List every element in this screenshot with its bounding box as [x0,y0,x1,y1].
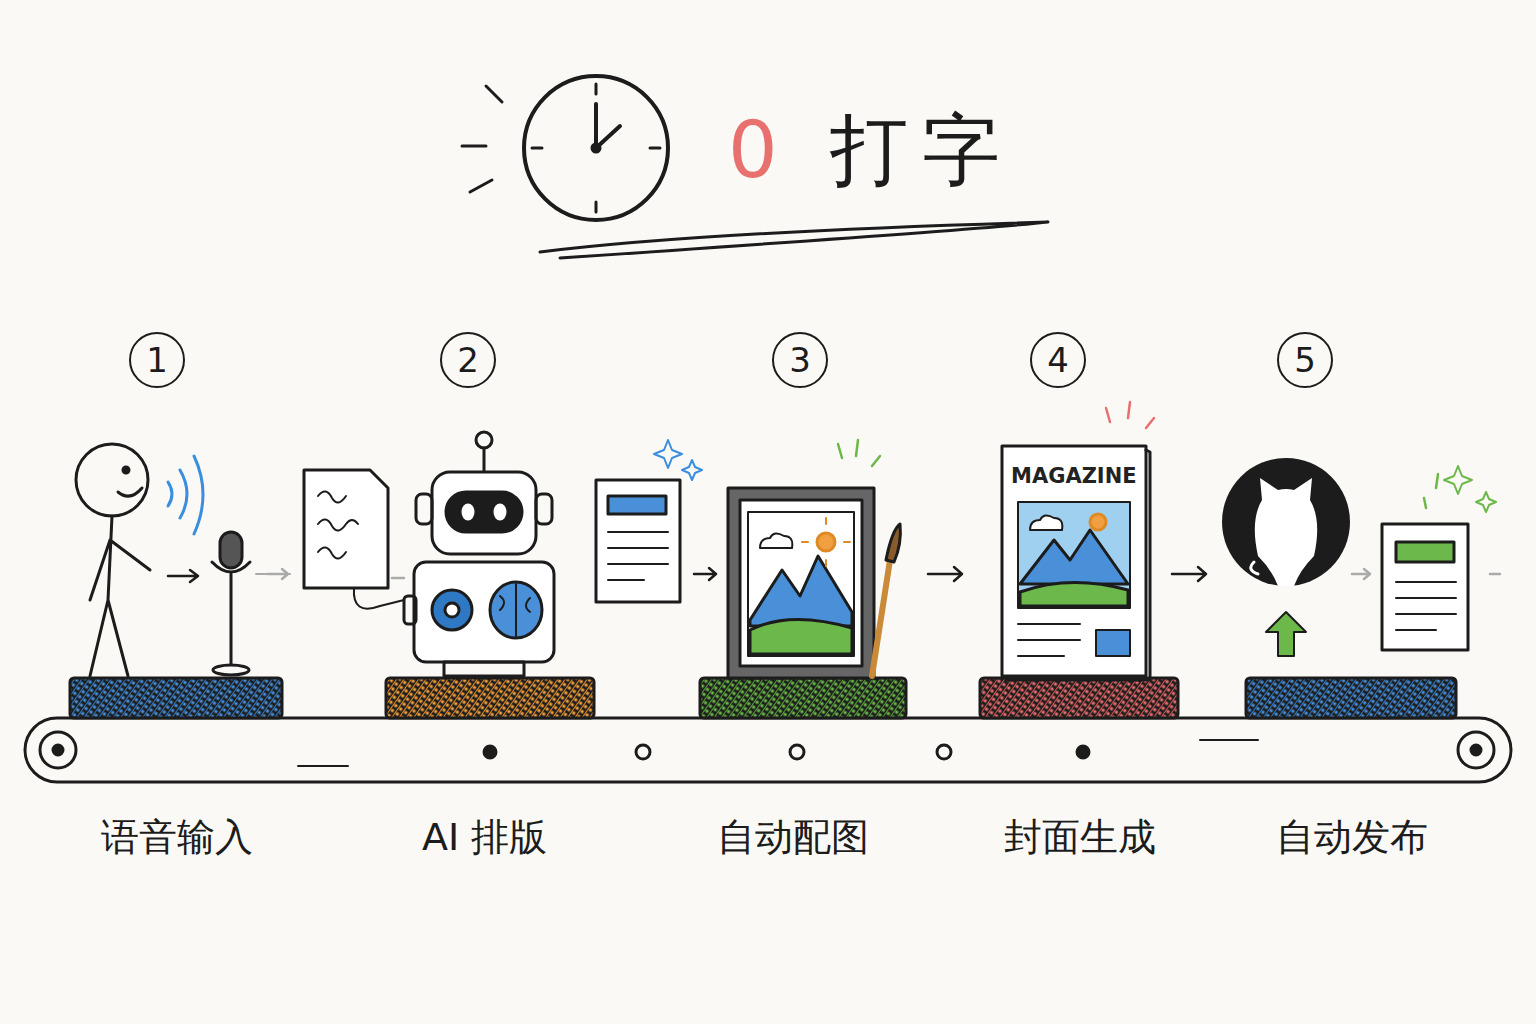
diagram-title: 0 打字 [728,111,1014,189]
framed-picture [728,440,900,678]
step-label: 自动发布 [1276,817,1428,859]
step-number: 3 [789,343,811,377]
conveyor-belt [25,678,1511,782]
step-number-circle: 5 [1277,332,1333,388]
step-number: 5 [1294,343,1316,377]
step-label: 语音输入 [101,817,253,859]
step-label: AI 排版 [422,817,547,859]
step-number: 4 [1047,343,1069,377]
magazine-cover [1002,402,1154,680]
step-label: 自动配图 [717,817,869,859]
github-publish [1222,458,1496,656]
document-icon [596,440,702,602]
speaking-person [76,444,290,676]
step-number-circle: 3 [772,332,828,388]
step-label: 封面生成 [1004,817,1156,859]
magazine-title: MAGAZINE [1011,464,1137,488]
step-number-circle: 1 [129,332,185,388]
step-number: 1 [146,343,168,377]
step-number: 2 [457,343,479,377]
title-underline [540,222,1048,258]
step-number-circle: 4 [1030,332,1086,388]
clock-icon [462,76,668,220]
step-number-circle: 2 [440,332,496,388]
ai-robot [304,432,554,676]
